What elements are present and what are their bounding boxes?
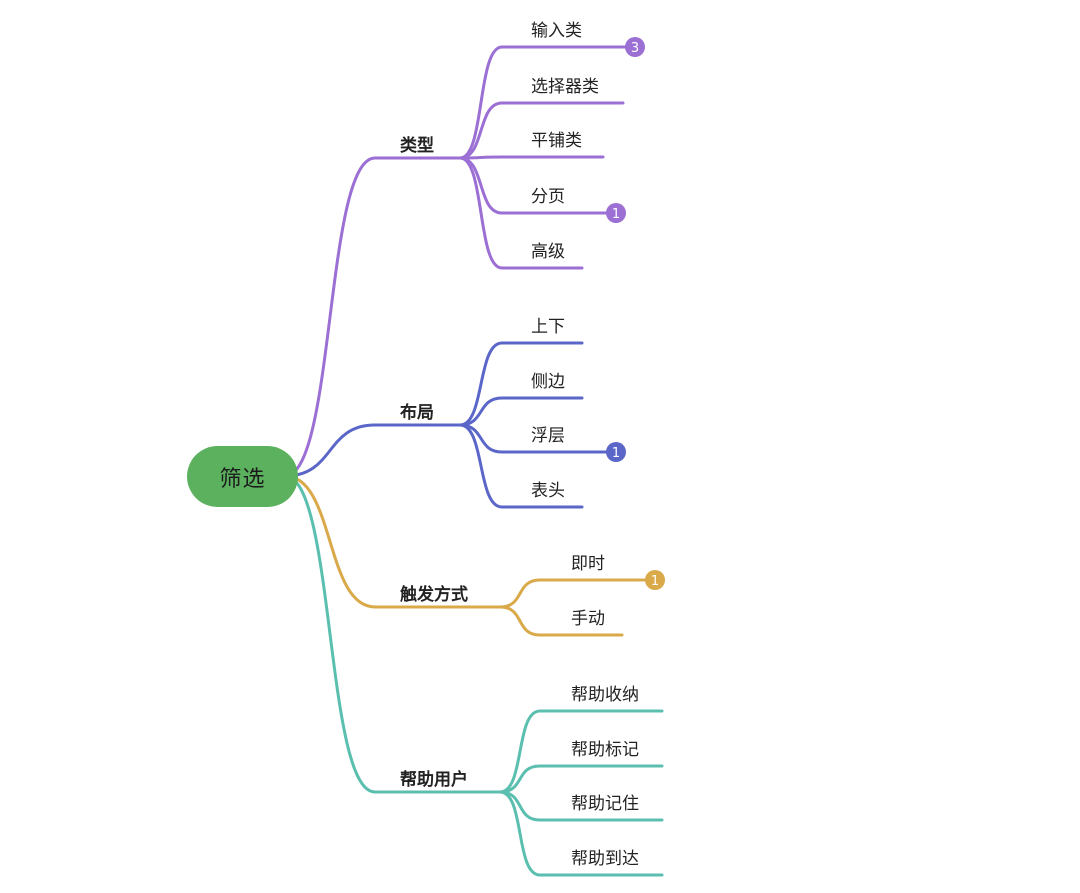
child-connector-0-1 (458, 101, 625, 160)
count-badge-1-2[interactable]: 1 (606, 442, 626, 462)
child-connector-3-1 (498, 764, 664, 794)
child-label-3-1[interactable]: 帮助标记 (571, 740, 639, 760)
child-connector-2-0 (498, 578, 655, 609)
child-label-0-2[interactable]: 平铺类 (531, 131, 582, 151)
root-node[interactable]: 筛选 (187, 446, 298, 507)
child-connector-2-1 (498, 605, 624, 637)
child-label-1-3[interactable]: 表头 (531, 481, 565, 501)
child-label-0-3[interactable]: 分页 (531, 187, 565, 207)
child-label-3-2[interactable]: 帮助记住 (571, 794, 639, 814)
child-label-1-2[interactable]: 浮层 (531, 426, 565, 446)
branch-connector-1 (283, 423, 377, 478)
child-connector-1-0 (458, 341, 584, 427)
child-connector-1-2 (458, 423, 616, 454)
child-connector-3-3 (498, 790, 664, 877)
child-label-3-3[interactable]: 帮助到达 (571, 849, 639, 869)
count-badge-2-0[interactable]: 1 (645, 570, 665, 590)
count-badge-0-3[interactable]: 1 (606, 203, 626, 223)
child-label-1-1[interactable]: 侧边 (531, 372, 565, 392)
count-badge-0-0[interactable]: 3 (625, 37, 645, 57)
child-connector-0-4 (458, 156, 584, 270)
root-node-label: 筛选 (219, 466, 266, 492)
branch-connector-2 (283, 474, 377, 609)
child-label-0-1[interactable]: 选择器类 (531, 77, 599, 97)
svg-text:1: 1 (651, 574, 659, 589)
child-connector-1-3 (458, 423, 584, 509)
child-connector-1-1 (458, 396, 584, 427)
child-label-1-0[interactable]: 上下 (531, 317, 565, 337)
svg-text:3: 3 (631, 41, 639, 56)
child-connector-0-0 (458, 45, 635, 160)
branch-connector-3 (283, 474, 377, 794)
child-label-3-0[interactable]: 帮助收纳 (571, 685, 639, 705)
child-connector-0-2 (458, 155, 605, 160)
child-label-0-4[interactable]: 高级 (531, 242, 565, 262)
svg-text:1: 1 (612, 207, 620, 222)
svg-text:1: 1 (612, 446, 620, 461)
branch-label-3[interactable]: 帮助用户 (400, 770, 468, 790)
branch-connector-0 (283, 156, 377, 478)
child-connector-3-0 (498, 709, 664, 794)
branch-label-2[interactable]: 触发方式 (400, 585, 468, 605)
branch-label-0[interactable]: 类型 (400, 136, 434, 156)
child-label-2-0[interactable]: 即时 (571, 554, 605, 574)
branch-label-1[interactable]: 布局 (400, 403, 434, 423)
child-label-0-0[interactable]: 输入类 (531, 21, 582, 41)
child-label-2-1[interactable]: 手动 (571, 609, 605, 629)
